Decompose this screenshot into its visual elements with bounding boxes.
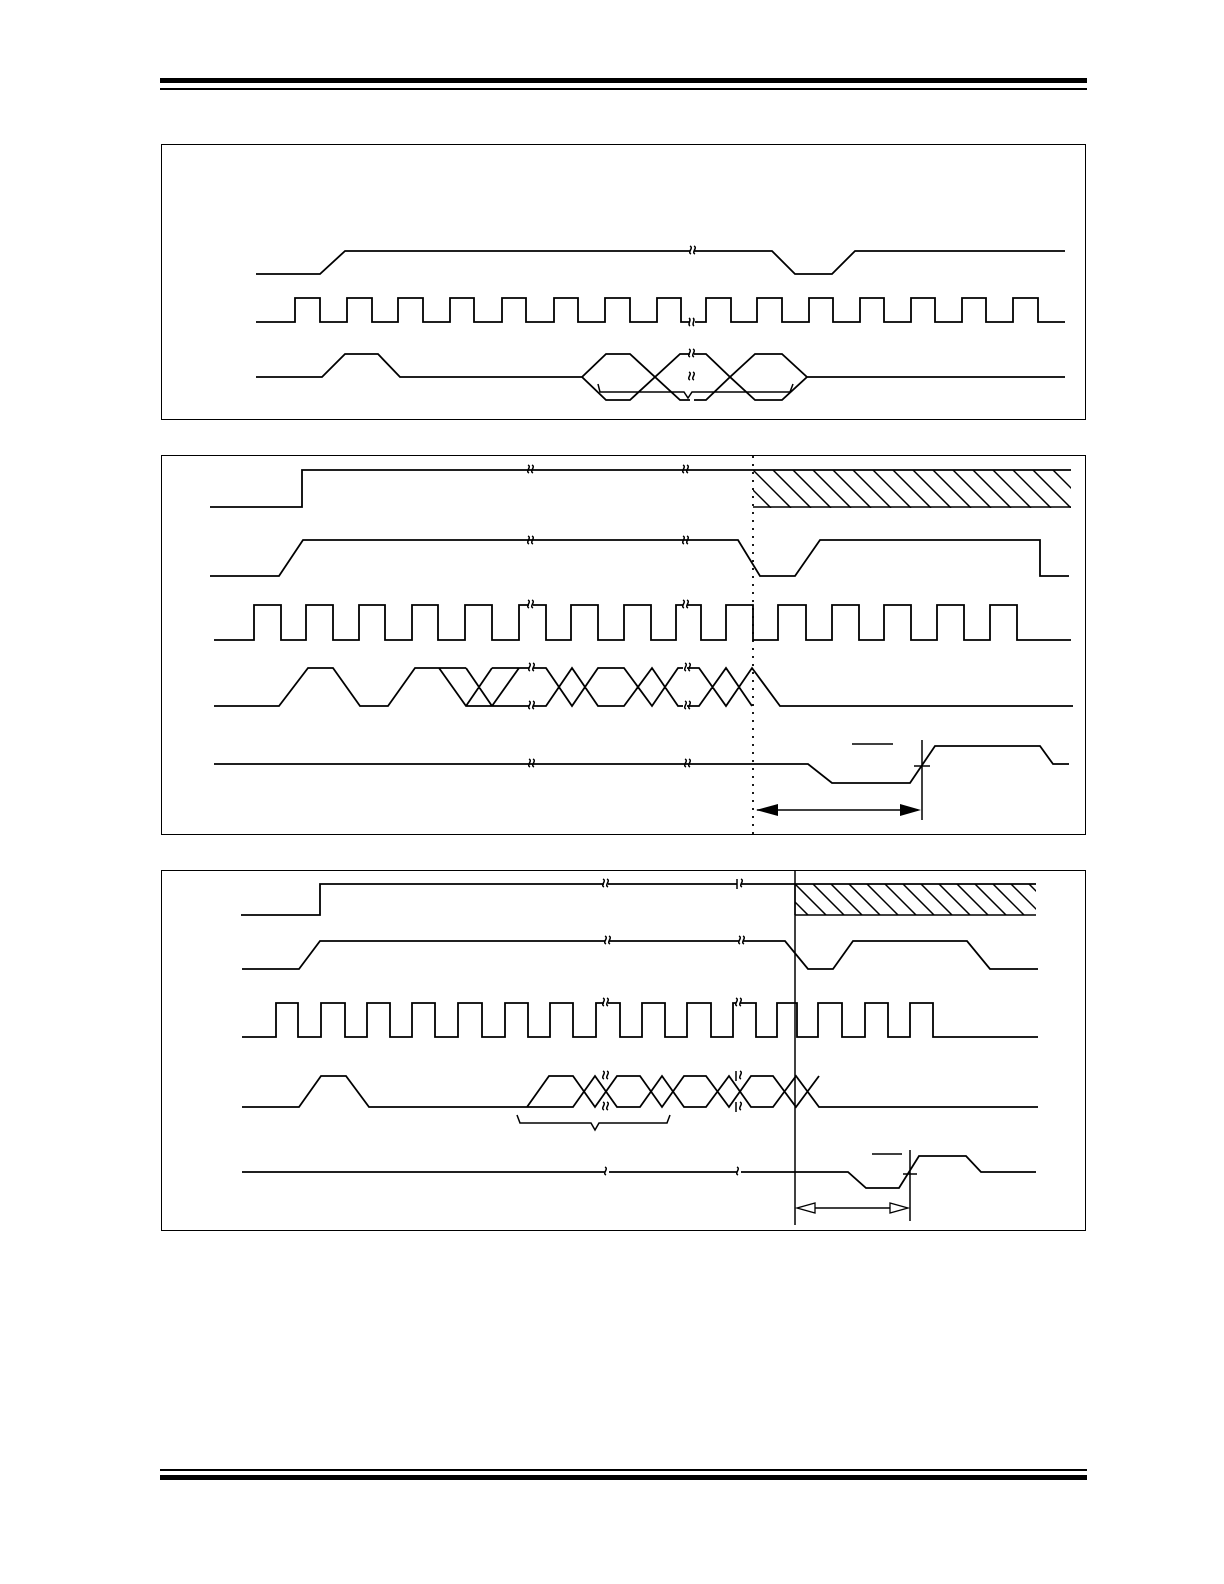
signal-clock-1	[256, 297, 1065, 323]
data-window-brace	[516, 1114, 671, 1132]
break-mark	[527, 662, 692, 710]
signal-line-2a	[210, 469, 1071, 508]
arrowhead-left	[756, 804, 778, 816]
signal-clock-3	[242, 1002, 1038, 1038]
signal-line-2b	[210, 539, 1069, 577]
arrowhead-left	[794, 1202, 816, 1214]
arrowhead-right	[900, 804, 921, 816]
timing-diagram-1	[161, 144, 1086, 420]
break-mark	[526, 464, 690, 474]
break-mark	[687, 348, 696, 381]
break-mark	[688, 317, 695, 327]
break-mark	[526, 599, 690, 609]
break-mark	[527, 758, 692, 768]
data-window-brace	[597, 383, 794, 400]
signal-data-3	[242, 1074, 1038, 1109]
footer-thick-rule	[160, 1475, 1087, 1480]
break-mark	[688, 245, 697, 255]
signal-clock-2	[214, 604, 1071, 641]
timing-diagram-2-canvas	[210, 456, 1073, 834]
break-mark	[601, 878, 744, 889]
break-mark	[601, 1070, 743, 1112]
timing-diagram-2	[161, 455, 1086, 835]
header-thin-rule	[160, 88, 1087, 90]
hatch-lines	[753, 470, 1071, 508]
signal-line-1	[256, 250, 1065, 275]
timing-diagram-3	[161, 870, 1086, 1231]
timing-diagram-1-canvas	[256, 245, 1065, 401]
break-mark	[603, 935, 746, 945]
arrowhead-right	[889, 1202, 911, 1214]
timing-diagram-3-canvas	[241, 871, 1038, 1225]
break-mark	[601, 997, 743, 1007]
signal-line-3a	[241, 883, 1036, 916]
signal-line-3b	[242, 940, 1038, 970]
header-thick-rule	[160, 78, 1087, 83]
signal-output-3	[242, 1155, 1036, 1189]
break-mark	[526, 535, 690, 545]
signal-data-2	[214, 666, 1073, 708]
hatched-region	[794, 884, 1036, 916]
signal-data-1	[256, 353, 1065, 401]
break-mark	[603, 1166, 740, 1176]
hatch-lines	[795, 884, 1036, 915]
footer-thin-rule	[160, 1469, 1087, 1471]
signal-output-2	[214, 745, 1069, 784]
